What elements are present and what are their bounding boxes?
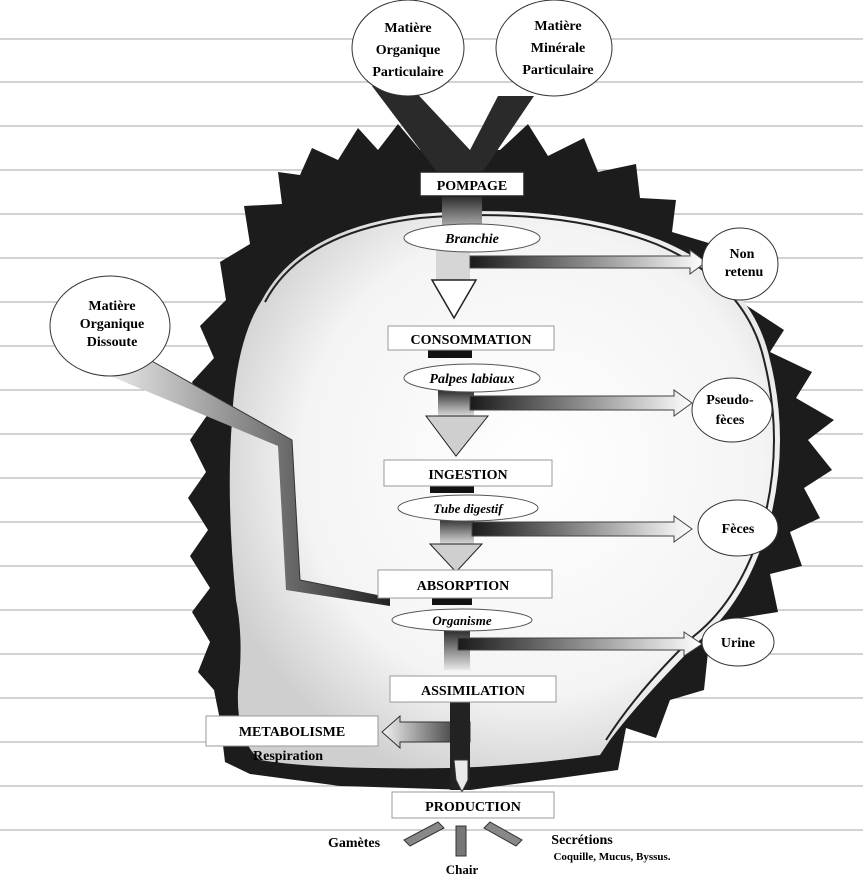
head-interior bbox=[229, 211, 780, 769]
svg-text:retenu: retenu bbox=[725, 265, 764, 280]
flow-column-upper bbox=[436, 250, 470, 280]
flow-column-tube bbox=[440, 518, 474, 546]
mmp-line-1: Matière bbox=[534, 19, 581, 34]
organ-organisme: Organisme bbox=[391, 608, 533, 632]
svg-text:Urine: Urine bbox=[721, 636, 755, 651]
product-secretions-detail: Coquille, Mucus, Byssus. bbox=[553, 851, 670, 863]
svg-text:ASSIMILATION: ASSIMILATION bbox=[421, 684, 525, 699]
box-metabolisme: METABOLISME bbox=[205, 715, 379, 747]
organ-tube: Tube digestif bbox=[397, 494, 539, 522]
box-ingestion: INGESTION bbox=[383, 459, 553, 487]
svg-text:Organisme: Organisme bbox=[432, 613, 491, 628]
source-mod: Matière Organique Dissoute bbox=[49, 275, 171, 377]
svg-text:CONSOMMATION: CONSOMMATION bbox=[410, 333, 531, 348]
output-urine: Urine bbox=[701, 617, 775, 667]
mmp-line-3: Particulaire bbox=[522, 63, 593, 78]
svg-text:METABOLISME: METABOLISME bbox=[239, 725, 345, 740]
intake-left-arm bbox=[372, 86, 470, 176]
product-gametes: Gamètes bbox=[328, 836, 381, 851]
product-chair: Chair bbox=[446, 862, 479, 877]
output-pseudofeces: Pseudo- fèces bbox=[691, 377, 773, 443]
mop-line-3: Particulaire bbox=[372, 65, 443, 80]
box-pompage: POMPAGE bbox=[419, 171, 525, 197]
label-respiration: Respiration bbox=[253, 749, 323, 764]
flow-column-palpes bbox=[438, 390, 474, 418]
head-inner-outline bbox=[264, 214, 775, 741]
arrow-chair bbox=[455, 825, 467, 857]
mod-line-2: Organique bbox=[80, 317, 145, 332]
svg-text:ABSORPTION: ABSORPTION bbox=[417, 579, 510, 594]
mmp-line-2: Minérale bbox=[531, 41, 585, 56]
arrow-to-consommation bbox=[430, 279, 478, 320]
arrow-to-production bbox=[453, 759, 469, 794]
svg-text:Tube digestif: Tube digestif bbox=[433, 501, 504, 516]
svg-text:Branchie: Branchie bbox=[444, 232, 499, 247]
arrow-gametes bbox=[403, 821, 445, 847]
box-production: PRODUCTION bbox=[391, 791, 555, 819]
box-assimilation: ASSIMILATION bbox=[389, 675, 557, 703]
organ-palpes: Palpes labiaux bbox=[403, 363, 541, 393]
arrow-to-absorption bbox=[428, 543, 484, 573]
svg-text:Fèces: Fèces bbox=[722, 522, 755, 537]
arrow-urine bbox=[457, 631, 703, 657]
svg-text:Non: Non bbox=[730, 247, 755, 262]
arrow-pseudofeces bbox=[469, 389, 693, 417]
dom-path-outline bbox=[149, 359, 391, 599]
svg-text:Palpes labiaux: Palpes labiaux bbox=[429, 372, 514, 387]
mod-line-1: Matière bbox=[88, 299, 135, 314]
mop-line-2: Organique bbox=[376, 43, 441, 58]
svg-text:PRODUCTION: PRODUCTION bbox=[425, 800, 521, 815]
connector-3 bbox=[432, 598, 472, 605]
intake-right-arm bbox=[448, 96, 534, 176]
arrow-to-ingestion bbox=[425, 415, 490, 457]
connector-2 bbox=[430, 486, 474, 493]
output-non-retenu: Non retenu bbox=[701, 227, 779, 301]
connector-1 bbox=[428, 350, 472, 358]
mod-line-3: Dissoute bbox=[87, 335, 138, 350]
product-secretions: Secrétions bbox=[551, 833, 613, 848]
source-mmp: Matière Minérale Particulaire bbox=[495, 0, 613, 97]
mop-line-1: Matière bbox=[384, 21, 431, 36]
box-absorption: ABSORPTION bbox=[377, 569, 553, 599]
svg-text:POMPAGE: POMPAGE bbox=[437, 179, 508, 194]
svg-text:fèces: fèces bbox=[716, 413, 745, 428]
box-consommation: CONSOMMATION bbox=[387, 325, 555, 351]
source-mop: Matière Organique Particulaire bbox=[351, 0, 465, 97]
organ-branchie: Branchie bbox=[403, 223, 541, 253]
svg-text:Pseudo-: Pseudo- bbox=[706, 393, 754, 408]
arrow-secretions bbox=[483, 821, 523, 847]
svg-text:INGESTION: INGESTION bbox=[428, 468, 507, 483]
arrow-non-retenu bbox=[469, 249, 707, 275]
output-feces: Fèces bbox=[697, 499, 779, 557]
arrow-feces bbox=[471, 515, 693, 543]
